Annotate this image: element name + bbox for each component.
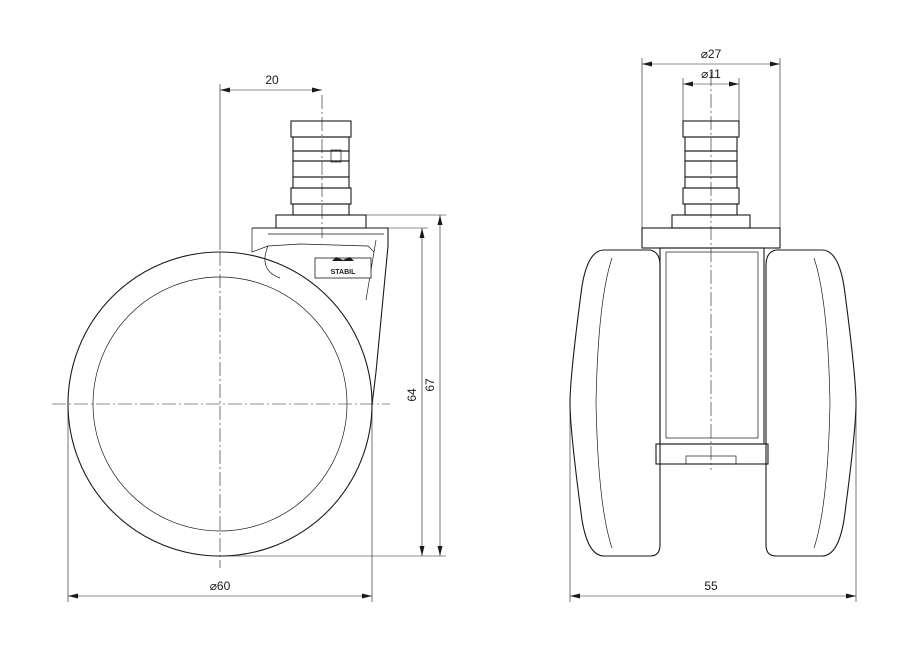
axle-bottom <box>655 443 769 465</box>
dim-27-label: ⌀27 <box>701 47 722 61</box>
right-wheel-inner <box>813 257 831 549</box>
dim-60-label: ⌀60 <box>210 579 231 593</box>
stabil-logo-text: STABIL <box>331 269 356 276</box>
dim-64-label: 64 <box>405 388 419 402</box>
center-housing-inner <box>665 251 759 439</box>
dim-67-label: 67 <box>423 378 437 392</box>
fork-cover-curve <box>264 245 281 279</box>
right-wheel <box>765 249 857 557</box>
fork-housing <box>252 227 389 406</box>
stabil-logo-crown-icon <box>332 257 354 261</box>
stem-pin <box>275 120 367 229</box>
side-view: STABIL 20 ⌀60 <box>52 73 446 602</box>
left-wheel <box>569 249 661 557</box>
left-wheel-inner <box>595 257 613 549</box>
dim-20-label: 20 <box>265 73 279 87</box>
fork-cover <box>251 228 375 253</box>
dim-11-label: ⌀11 <box>701 67 721 81</box>
dim-55-label: 55 <box>704 579 718 593</box>
front-view: ⌀27 ⌀11 55 <box>569 47 857 602</box>
stabil-logo-plate <box>314 257 372 279</box>
center-housing <box>659 247 765 445</box>
